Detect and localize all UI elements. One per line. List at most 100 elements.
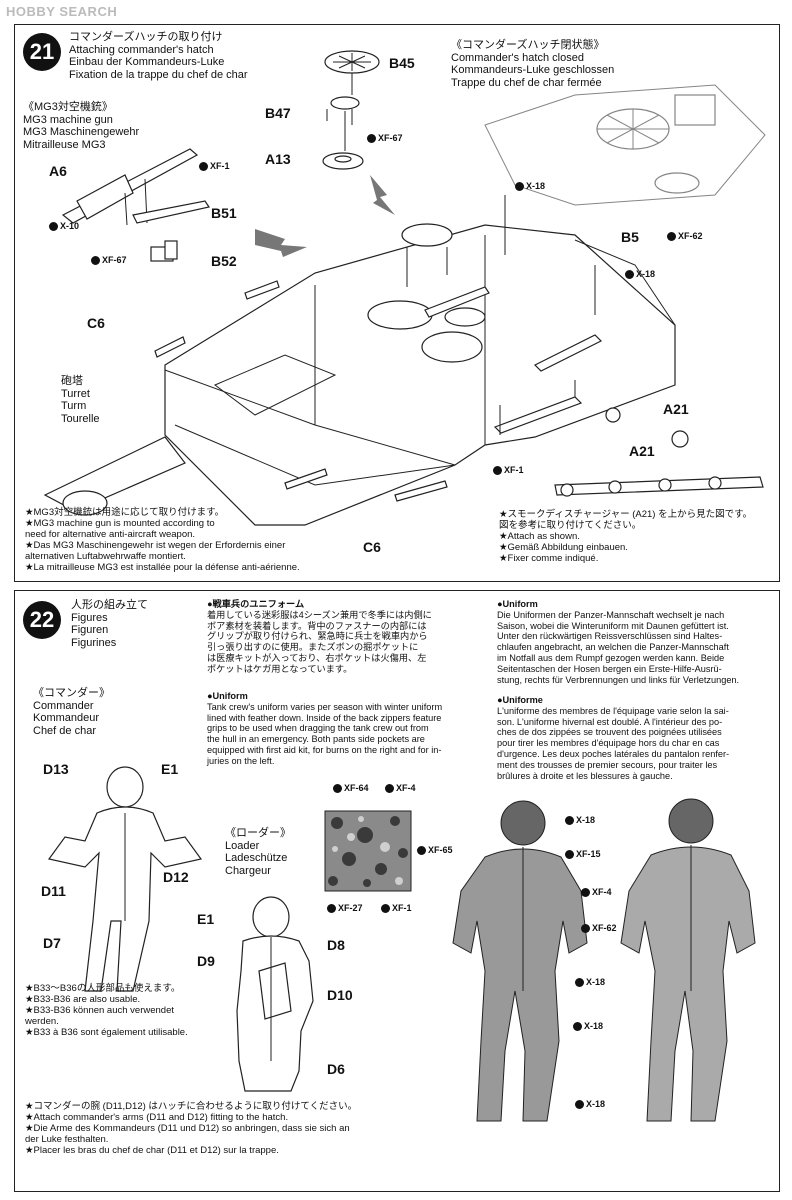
loader-title: 《ローダー》 Loader Ladeschütze Chargeur: [225, 827, 291, 877]
loader-figure-drawing: [236, 896, 314, 1092]
para-line: Unter den rückwärtigen Reissverschlüssen…: [497, 631, 723, 642]
paint-xf27: XF-27: [327, 903, 363, 914]
part-label-d10: D10: [327, 987, 353, 1003]
title-fr: Figurines: [71, 636, 117, 649]
para-line: stung, rechts für Verbrennungen und link…: [497, 674, 740, 685]
mg3-title-en: MG3 machine gun: [23, 113, 113, 126]
paint-xf1-camo: XF-1: [381, 903, 412, 914]
step-title: 人形の組み立て Figures Figuren Figurines: [71, 599, 148, 649]
closed-title-en: Commander's hatch closed: [451, 51, 584, 64]
note-line: ★B33-B36 können auch verwendet: [25, 1005, 175, 1016]
note-line: ★MG3対空機銃は用途に応じて取り付けます。: [25, 507, 225, 518]
para-line: ment des trousses de premier secours, po…: [497, 759, 718, 770]
note-line: werden.: [25, 1016, 59, 1027]
para-line: equipped with first aid kit, for burns o…: [207, 744, 442, 755]
turret-drawing: [43, 195, 689, 526]
turret-label: 砲塔 Turret Turm Tourelle: [61, 375, 100, 425]
para-line: Seitentaschen der Hosen bergen ein Erste…: [497, 663, 722, 674]
loader-title-en: Loader: [225, 839, 260, 852]
para-line: 引っ張り出すのに使用。またズボンの掘ポケットに: [207, 642, 419, 653]
part-label-b52: B52: [211, 253, 237, 269]
turret-label-en: Turret: [61, 387, 90, 400]
para-line: Die Uniformen der Panzer-Mannschaft wech…: [497, 609, 725, 620]
paint-x10: X-10: [49, 221, 79, 232]
para-line: L'uniforme des membres de l'équipage var…: [497, 705, 729, 716]
para-heading: ●戦車兵のユニフォーム: [207, 599, 305, 609]
step-22-panel: 22 人形の組み立て Figures Figuren Figurines ●戦車…: [14, 590, 780, 1192]
para-line: pour tirer les membres d'équipage hors d…: [497, 738, 720, 749]
hatch-b47-drawing: [326, 96, 360, 125]
para-line: グリップが取り付けられ、緊急時に兵士を戦車内から: [207, 631, 428, 642]
step-title: コマンダーズハッチの取り付け Attaching commander's hat…: [69, 31, 248, 81]
note-line: ★コマンダーの腕 (D11,D12) はハッチに合わせるように取り付けてください…: [25, 1101, 358, 1112]
para-heading: ●Uniform: [497, 599, 538, 609]
part-label-a13: A13: [265, 151, 291, 167]
para-line: juries on the left.: [207, 755, 275, 766]
note-line: ★B33-B36 are also usable.: [25, 994, 141, 1005]
loader-title-jp: 《ローダー》: [225, 827, 291, 839]
part-label-b45: B45: [389, 55, 415, 71]
paint-xf67-hatch: XF-67: [367, 133, 403, 144]
para-line: ポケットはケガ用となっています。: [207, 663, 353, 674]
paint-figure-x18-hand: X-18: [573, 1021, 603, 1032]
part-label-a21-lower: A21: [629, 443, 655, 459]
note-line: ★Das MG3 Maschinengewehr ist wegen der E…: [25, 540, 286, 551]
para-line: ches de dos zippées se trouvent des poig…: [497, 727, 722, 738]
closed-title-fr: Trappe du chef de char fermée: [451, 76, 602, 89]
part-label-a21-right: A21: [663, 401, 689, 417]
note-line: ★Attach as shown.: [499, 531, 580, 542]
para-line: ボア素材を装着します。背中のファスナーの内部には: [207, 620, 427, 631]
note-line: ★La mitrailleuse MG3 est installée pour …: [25, 562, 300, 573]
note-line: ★Fixer comme indiqué.: [499, 553, 599, 564]
paint-x18-mid: X-18: [625, 269, 655, 280]
turret-label-fr: Tourelle: [61, 412, 100, 425]
paint-xf62: XF-62: [667, 231, 703, 242]
title-de: Figuren: [71, 624, 109, 636]
note-line: ★MG3 machine gun is mounted according to: [25, 518, 215, 529]
part-label-b51: B51: [211, 205, 237, 221]
part-label-c6-bottom: C6: [363, 539, 381, 555]
mg3-title-fr: Mitrailleuse MG3: [23, 138, 106, 151]
painted-figure-front-drawing: [452, 800, 588, 1122]
paint-xf65: XF-65: [417, 845, 453, 856]
title-en: Figures: [71, 611, 108, 624]
para-line: grips to be used when dragging the tank …: [207, 723, 429, 734]
para-line: Tank crew's uniform varies per season wi…: [207, 701, 443, 712]
part-label-d9: D9: [197, 953, 215, 969]
mg3-title-jp: 《MG3対空機銃》: [23, 101, 113, 113]
para-line: 着用している迷彩服は4シーズン兼用で冬季には内側に: [207, 609, 432, 620]
para-line: im Notfall aus dem Rumpf gezogen werden …: [497, 652, 725, 663]
para-line: chlaufen angebracht, an welchen die Panz…: [497, 642, 729, 653]
paint-xf67-mg: XF-67: [91, 255, 127, 266]
part-label-b5: B5: [621, 229, 639, 245]
note-line: ★B33 à B36 sont également utilisable.: [25, 1027, 188, 1038]
note-line: ★スモークディスチャージャー (A21) を上から見た図です。: [499, 509, 753, 520]
closed-hatch-drawing: [484, 84, 766, 206]
part-label-d13: D13: [43, 761, 69, 777]
paint-xf64: XF-64: [333, 783, 369, 794]
smoke-discharger-note: ★スモークディスチャージャー (A21) を上から見た図です。 図を参考に取り付…: [499, 509, 752, 564]
paint-figure-xf62: XF-62: [581, 923, 617, 934]
hatch-a13-drawing: [322, 152, 364, 170]
commander-title-jp: 《コマンダー》: [33, 687, 110, 699]
part-label-d8: D8: [327, 937, 345, 953]
paint-xf1-smoke: XF-1: [493, 465, 524, 476]
paint-figure-x18-belt: X-18: [575, 977, 605, 988]
note-line: ★Placer les bras du chef de char (D11 et…: [25, 1145, 279, 1156]
paint-xf1-mg: XF-1: [199, 161, 230, 172]
painted-figure-back-drawing: [620, 798, 756, 1122]
step-22-drawing: [47, 766, 756, 1122]
mg3-note: ★MG3対空機銃は用途に応じて取り付けます。 ★MG3 machine gun …: [25, 507, 300, 573]
title-jp: 人形の組み立て: [71, 599, 148, 611]
part-label-d7: D7: [43, 935, 61, 951]
part-label-e1-commander: E1: [161, 761, 179, 777]
commander-arms-note: ★コマンダーの腕 (D11,D12) はハッチに合わせるように取り付けてください…: [25, 1101, 357, 1156]
para-line: the hull in an emergency. Both pants sid…: [207, 734, 425, 745]
closed-hatch-title: 《コマンダーズハッチ閉状態》 Commander's hatch closed …: [451, 39, 614, 89]
part-label-d12: D12: [163, 869, 189, 885]
para-line: Saison, wobei die Winteruniform mit Daun…: [497, 620, 729, 631]
loader-title-de: Ladeschütze: [225, 852, 288, 864]
step-number: 21: [23, 33, 61, 71]
title-en: Attaching commander's hatch: [69, 43, 214, 56]
part-label-a6: A6: [49, 163, 67, 179]
